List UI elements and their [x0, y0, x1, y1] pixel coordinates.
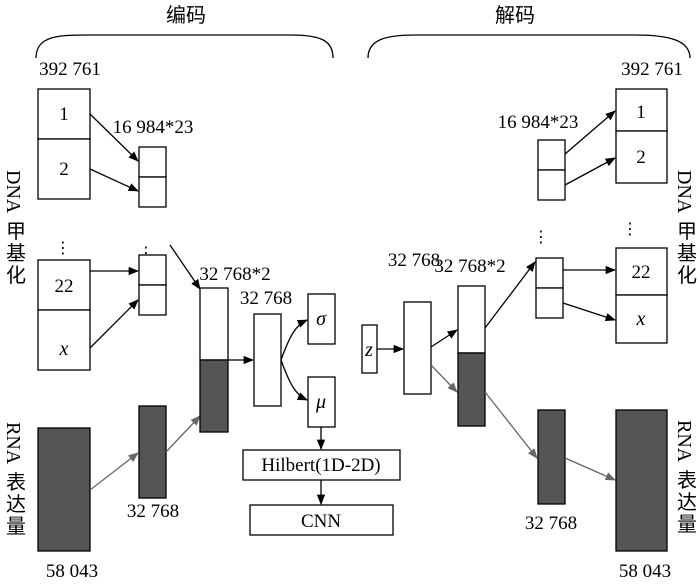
right-concat-size: 32 768*2: [434, 256, 505, 277]
svg-text:基: 基: [6, 241, 26, 265]
arrow-rna-hidden-to-output: [564, 457, 616, 481]
encode-brace: [35, 34, 334, 59]
svg-text:RNA: RNA: [673, 420, 695, 463]
hilbert-box: [242, 449, 401, 481]
left-rna-size: 58 043: [46, 561, 98, 582]
decode-header: 解码: [495, 3, 535, 27]
hilbert-label: Hilbert(1D-2D): [261, 455, 380, 476]
right-chunk-2-label: 2: [636, 147, 646, 168]
right-concat-top: [457, 285, 486, 354]
svg-text:化: 化: [6, 263, 26, 287]
arrow-latent-to-concat: [430, 329, 458, 348]
right-dots-2: ⋮: [622, 219, 638, 238]
right-dna-side-label: DNA 甲 基 化: [673, 170, 697, 287]
left-concat-size: 32 768*2: [199, 264, 270, 285]
sigma-box: [307, 293, 336, 345]
svg-text:达: 达: [677, 490, 697, 514]
cnn-box: [249, 504, 394, 536]
right-rna-output: [615, 409, 668, 552]
svg-text:量: 量: [677, 512, 697, 536]
svg-text:甲: 甲: [6, 219, 26, 243]
svg-text:表: 表: [6, 470, 26, 494]
left-chunk-x: [37, 309, 91, 371]
right-chunk-x: [615, 294, 668, 344]
arrow-concat-to-small: [484, 261, 536, 329]
svg-text:RNA: RNA: [2, 422, 24, 465]
right-small-box-2a: [535, 257, 564, 289]
left-latent: [253, 313, 282, 407]
left-rna-side-label: RNA 表 达 量: [2, 422, 26, 538]
left-chunk-2: [37, 138, 91, 200]
sigma-label: σ: [316, 308, 327, 330]
arrow-dna-to-concat: [169, 244, 201, 290]
left-chunk-size: 16 984*23: [113, 117, 194, 138]
mu-label: μ: [315, 391, 326, 413]
left-chunk-22-label: 22: [55, 276, 74, 297]
decode-brace: [367, 34, 691, 59]
svg-text:表: 表: [677, 468, 697, 492]
right-concat-bottom: [457, 352, 486, 427]
arrow-concat-to-rna-hidden: [484, 391, 538, 459]
left-dna-side-label: DNA 甲 基 化: [2, 170, 26, 287]
left-rna-hidden-size: 32 768: [127, 501, 179, 522]
svg-text:DNA: DNA: [673, 170, 695, 214]
right-rna-hidden: [537, 409, 566, 505]
left-rna-input: [37, 427, 91, 552]
right-dna-size: 392 761: [621, 59, 683, 80]
left-dna-size: 392 761: [39, 59, 101, 80]
right-small-box-1a: [537, 139, 566, 171]
arrow-latent-to-mu: [280, 359, 308, 401]
cnn-label: CNN: [301, 511, 341, 532]
left-small-box-1a: [138, 146, 167, 178]
right-rna-side-label: RNA 表 达 量: [673, 420, 697, 536]
encode-header: 编码: [166, 3, 206, 27]
right-dots-1: ⋮: [533, 227, 549, 246]
left-concat-top: [199, 287, 229, 361]
left-latent-size: 32 768: [240, 288, 292, 309]
right-rna-size: 58 043: [619, 561, 671, 582]
arrow-chunk2-to-small: [89, 168, 139, 192]
svg-text:量: 量: [6, 514, 26, 538]
left-chunk-x-label: x: [59, 338, 69, 360]
right-small-box-2b: [535, 287, 564, 319]
svg-text:基: 基: [677, 241, 697, 265]
left-small-box-2b: [138, 284, 167, 316]
left-rna-hidden: [138, 405, 167, 499]
arrow-latent-to-sigma: [280, 319, 308, 361]
right-chunk-2: [615, 130, 668, 184]
arrow-small-to-chunk1: [564, 110, 616, 155]
left-chunk-1: [37, 88, 91, 140]
left-small-box-2a: [138, 254, 167, 286]
left-dots-1: ⋮: [55, 238, 71, 257]
right-chunk-size: 16 984*23: [498, 112, 579, 133]
z-label: z: [364, 339, 373, 361]
right-rna-hidden-size: 32 768: [525, 513, 577, 534]
right-chunk-x-label: x: [636, 308, 646, 330]
left-small-box-1b: [138, 176, 167, 208]
arrow-chunk1-to-small: [89, 113, 139, 162]
right-small-box-1b: [537, 169, 566, 201]
svg-text:达: 达: [6, 492, 26, 516]
right-chunk-1-label: 1: [636, 102, 646, 123]
arrow-chunkx-to-small: [89, 299, 139, 349]
arrow-rna-hidden-to-concat: [165, 415, 201, 453]
left-chunk-1-label: 1: [59, 104, 69, 125]
arrow-small-to-chunk2: [564, 157, 616, 186]
svg-text:DNA: DNA: [2, 170, 24, 214]
right-latent: [403, 301, 432, 395]
arrow-small-to-chunkx: [562, 302, 616, 322]
left-concat-bottom: [199, 359, 229, 433]
arrow-rna-to-hidden: [89, 452, 139, 491]
left-chunk-2-label: 2: [59, 159, 69, 180]
right-chunk-22-label: 22: [632, 262, 651, 283]
arrow-latent-to-concat-dark: [430, 364, 458, 393]
svg-text:甲: 甲: [677, 219, 697, 243]
right-latent-size: 32 768: [388, 250, 440, 271]
svg-text:化: 化: [677, 263, 697, 287]
